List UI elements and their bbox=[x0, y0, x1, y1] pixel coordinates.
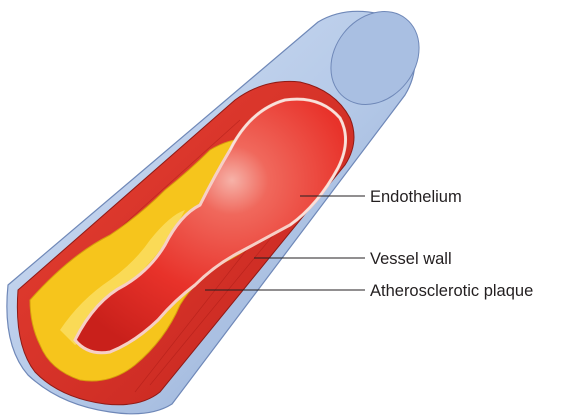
label-atherosclerotic-plaque: Atherosclerotic plaque bbox=[370, 282, 533, 300]
label-vessel-wall: Vessel wall bbox=[370, 250, 452, 268]
label-endothelium: Endothelium bbox=[370, 188, 462, 206]
